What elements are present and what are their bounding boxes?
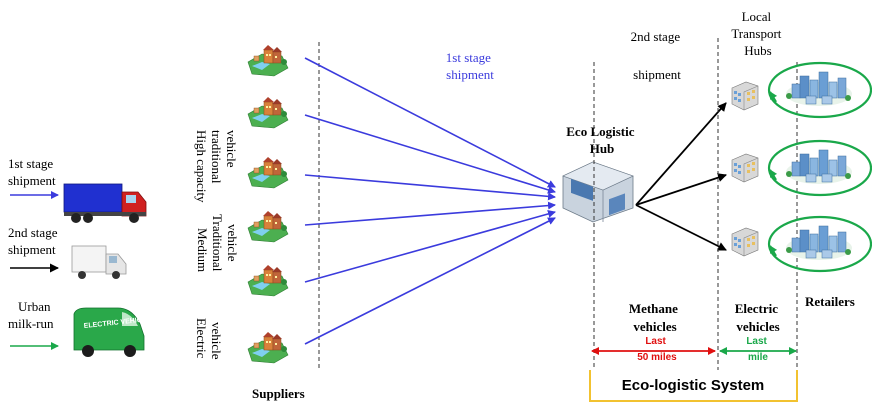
legend-stage1-label: 1st stage shipment (8, 156, 56, 188)
second-stage-label: 2nd stage shipment (631, 29, 684, 82)
retailer-city-icon (785, 149, 853, 185)
supplier-icon (247, 96, 289, 129)
second-stage-arrows (635, 102, 727, 251)
legend-urban-label: Urban milk-run (8, 299, 54, 331)
first-stage-label: 1st stage shipment (446, 50, 494, 82)
first-stage-arrow (304, 57, 556, 188)
suppliers-label: Suppliers (252, 386, 305, 401)
eco-logistic-system-bracket (589, 370, 798, 402)
second-stage-arrow (635, 204, 727, 251)
hub-label: Eco Logistic Hub (566, 124, 638, 156)
supplier-icon (247, 331, 289, 364)
legend: 1st stage shipment 2nd stage shipment Ur… (8, 156, 151, 357)
local-hub-icon (731, 153, 759, 183)
medium-vehicle-label: Medium Traditional vehicle (195, 214, 240, 275)
medium-truck-icon (71, 245, 127, 279)
electric-van-icon: ELECTRIC VEHICLE (73, 307, 151, 357)
retail-loop (767, 61, 872, 119)
local-hubs-label: Local Transport Hubs (731, 9, 784, 58)
legend-stage2-label: 2nd stage shipment (8, 225, 61, 257)
electric-vehicles-label: Electric vehicles (735, 301, 782, 334)
methane-vehicles-label: Methane vehicles (629, 301, 681, 334)
supplier-icon (247, 264, 289, 297)
retail-loop (767, 215, 872, 273)
supplier-icon (247, 156, 289, 189)
eco-logistic-hub-icon (562, 161, 634, 223)
retailer-city-icon (785, 225, 853, 261)
high-capacity-truck-icon (63, 183, 147, 223)
local-hub-icon (731, 227, 759, 257)
retail-loop (767, 139, 872, 197)
eco-logistic-system-label: Eco-logistic System (622, 377, 765, 394)
local-hub-icon (731, 81, 759, 111)
first-stage-arrows (304, 57, 556, 345)
electric-vehicle-label: Electric vehicle (194, 318, 224, 362)
first-stage-arrow (304, 201, 556, 226)
first-stage-arrow (304, 114, 556, 194)
first-stage-arrow (304, 174, 556, 201)
supplier-icon (247, 44, 289, 77)
second-stage-arrow (635, 102, 727, 206)
supplier-icon (247, 210, 289, 243)
first-stage-arrow (304, 217, 556, 345)
retailers-label: Retailers (805, 294, 855, 309)
retailer-city-icon (785, 71, 853, 107)
high-capacity-vehicle-label: High capacity traditional vehicle (194, 130, 239, 206)
first-stage-arrow (304, 210, 556, 283)
second-stage-arrow (635, 173, 727, 206)
last-50-miles-label: Last 50 miles (637, 336, 677, 363)
last-mile-label: Last mile (746, 336, 769, 363)
